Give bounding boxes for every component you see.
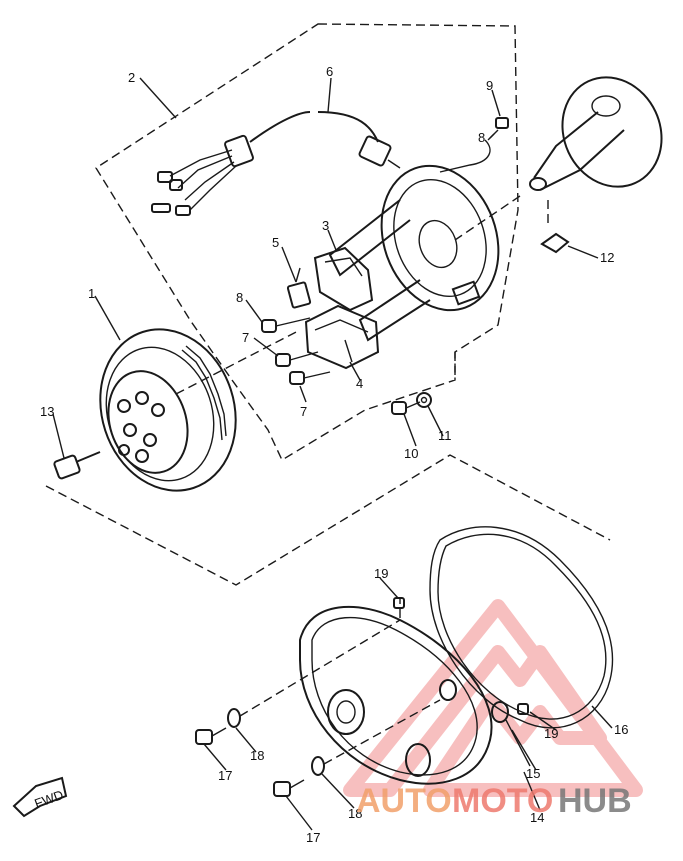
bolt-10 bbox=[391, 401, 421, 415]
callout-7-upper: 7 bbox=[242, 330, 249, 345]
callout-6: 6 bbox=[326, 64, 333, 79]
callout-9: 9 bbox=[486, 78, 493, 93]
watermark-auto: AUTO bbox=[356, 782, 452, 820]
callout-10: 10 bbox=[404, 446, 418, 461]
crankcase-cover bbox=[299, 598, 493, 785]
bolt-13 bbox=[53, 451, 101, 480]
lower-assembly-outline bbox=[45, 454, 611, 586]
guide-line-lower bbox=[323, 699, 441, 765]
washer-18-lower bbox=[311, 756, 325, 776]
callout-1: 1 bbox=[88, 286, 95, 301]
plug-19-right bbox=[517, 703, 529, 715]
callout-15: 15 bbox=[526, 766, 540, 781]
callout-17-upper: 17 bbox=[218, 768, 232, 783]
crank-adapter bbox=[454, 76, 663, 254]
flywheel-rotor bbox=[99, 328, 301, 492]
stator-plate bbox=[328, 164, 500, 342]
wire-harness bbox=[151, 111, 311, 216]
watermark-moto: MOTO bbox=[452, 782, 553, 820]
watermark-text: AUTO MOTO HUB bbox=[356, 782, 632, 820]
washer-11 bbox=[416, 392, 432, 408]
callout-8-top: 8 bbox=[478, 130, 485, 145]
callout-14: 14 bbox=[530, 810, 544, 825]
callout-3: 3 bbox=[322, 218, 329, 233]
callout-19-top: 19 bbox=[374, 566, 388, 581]
guide-line-upper bbox=[239, 619, 401, 717]
fwd-label: FWD bbox=[32, 787, 65, 811]
callout-4: 4 bbox=[356, 376, 363, 391]
callout-18-lower: 18 bbox=[348, 806, 362, 821]
washer-18-upper bbox=[227, 708, 241, 728]
dowel-15 bbox=[491, 701, 531, 767]
bolt-17-lower bbox=[273, 779, 305, 797]
bracket-5 bbox=[286, 267, 312, 309]
callouts: 2 6 9 8 3 5 8 7 7 4 1 13 12 10 11 19 16 … bbox=[40, 64, 628, 845]
callout-8: 8 bbox=[236, 290, 243, 305]
cover-gasket bbox=[429, 526, 614, 729]
plug-19-top bbox=[393, 597, 405, 609]
callout-17-lower: 17 bbox=[306, 830, 320, 845]
callout-7-lower: 7 bbox=[300, 404, 307, 419]
upper-assembly-outline bbox=[95, 23, 519, 462]
lead-wire bbox=[317, 111, 401, 169]
screws bbox=[261, 317, 331, 385]
callout-5: 5 bbox=[272, 235, 279, 250]
pickup-coil bbox=[313, 246, 374, 312]
leader-lines bbox=[52, 77, 613, 831]
callout-12: 12 bbox=[600, 250, 614, 265]
bolt-17-upper bbox=[195, 727, 227, 745]
charge-coil bbox=[304, 304, 380, 370]
fwd-arrow: FWD bbox=[12, 776, 68, 818]
watermark-hub: HUB bbox=[558, 782, 632, 820]
bolt-9 bbox=[439, 117, 509, 173]
callout-18-upper: 18 bbox=[250, 748, 264, 763]
callout-11: 11 bbox=[438, 428, 452, 443]
callout-2: 2 bbox=[128, 70, 135, 85]
callout-16: 16 bbox=[614, 722, 628, 737]
callout-19-right: 19 bbox=[544, 726, 558, 741]
callout-13: 13 bbox=[40, 404, 54, 419]
